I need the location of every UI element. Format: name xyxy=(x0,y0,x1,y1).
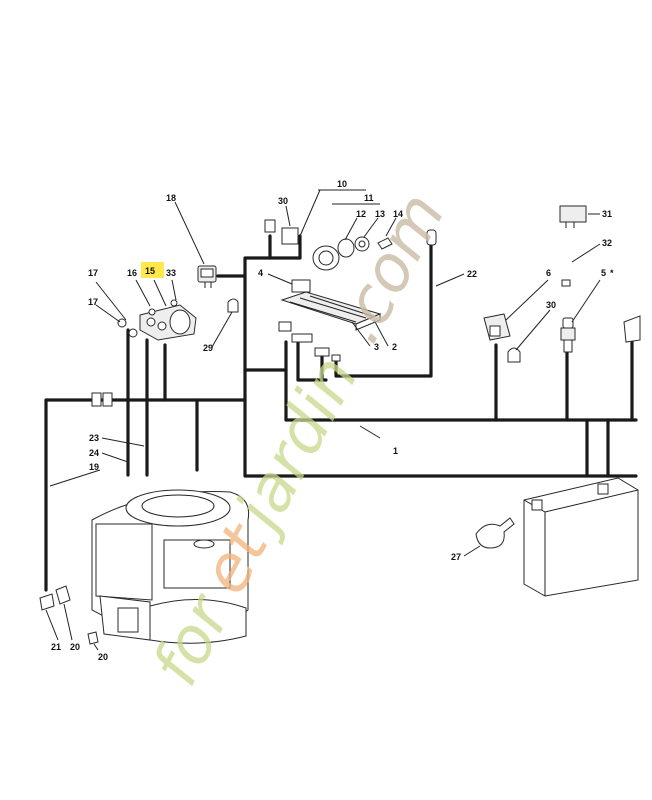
edge-component xyxy=(623,315,641,343)
upper-connector xyxy=(264,219,299,245)
highlight-box xyxy=(141,262,164,278)
callout-21: 21 xyxy=(51,642,61,652)
wiring-harness xyxy=(44,234,638,592)
callout-17-bottom: 17 xyxy=(88,297,98,307)
callout-27: 27 xyxy=(451,552,461,562)
callout-24: 24 xyxy=(89,448,99,458)
connector-pair xyxy=(91,392,113,407)
callout-labels: 10 11 12 13 14 18 30 16 15 33 17 17 4 29… xyxy=(51,179,614,662)
callout-13: 13 xyxy=(375,209,385,219)
callout-31: 31 xyxy=(602,209,612,219)
circuit-board xyxy=(280,291,382,331)
spark-plug-connector xyxy=(39,585,99,645)
callout-33: 33 xyxy=(166,268,176,278)
seat-switch xyxy=(483,313,511,341)
callout-23: 23 xyxy=(89,433,99,443)
callout-14: 14 xyxy=(393,209,403,219)
flasher-unit xyxy=(559,205,587,287)
leader-lines xyxy=(45,189,601,651)
callout-20-right: 20 xyxy=(98,652,108,662)
wire-clip-right xyxy=(507,347,521,363)
safety-sensor xyxy=(560,317,576,353)
wire-clip xyxy=(227,298,239,313)
callout-5-star: * xyxy=(610,268,614,278)
callout-5: 5 xyxy=(601,268,606,278)
callout-19: 19 xyxy=(89,462,99,472)
callout-30-top: 30 xyxy=(278,196,288,206)
callout-2: 2 xyxy=(392,342,397,352)
callout-22: 22 xyxy=(467,269,477,279)
callout-20-left: 20 xyxy=(70,642,80,652)
watermark-part4: .com xyxy=(321,182,460,355)
middle-connectors xyxy=(278,321,341,362)
inline-plug xyxy=(426,229,437,246)
callout-6: 6 xyxy=(546,268,551,278)
callout-32: 32 xyxy=(602,238,612,248)
callout-1: 1 xyxy=(393,446,398,456)
callout-3: 3 xyxy=(374,342,379,352)
relay xyxy=(291,279,311,293)
watermark-part3: jardin xyxy=(219,345,374,548)
boot-cover xyxy=(475,517,515,549)
engine xyxy=(91,489,250,644)
callout-30-right: 30 xyxy=(546,300,556,310)
callout-10: 10 xyxy=(337,179,347,189)
callout-15: 15 xyxy=(145,266,155,276)
callout-18: 18 xyxy=(166,193,176,203)
callout-12: 12 xyxy=(356,209,366,219)
callout-4: 4 xyxy=(258,268,263,278)
callout-16: 16 xyxy=(127,268,137,278)
callout-11: 11 xyxy=(364,193,374,203)
callout-29: 29 xyxy=(203,343,213,353)
key-switch xyxy=(197,265,217,288)
solenoid-assembly xyxy=(117,299,197,341)
battery xyxy=(523,477,639,597)
callout-17-top: 17 xyxy=(88,268,98,278)
